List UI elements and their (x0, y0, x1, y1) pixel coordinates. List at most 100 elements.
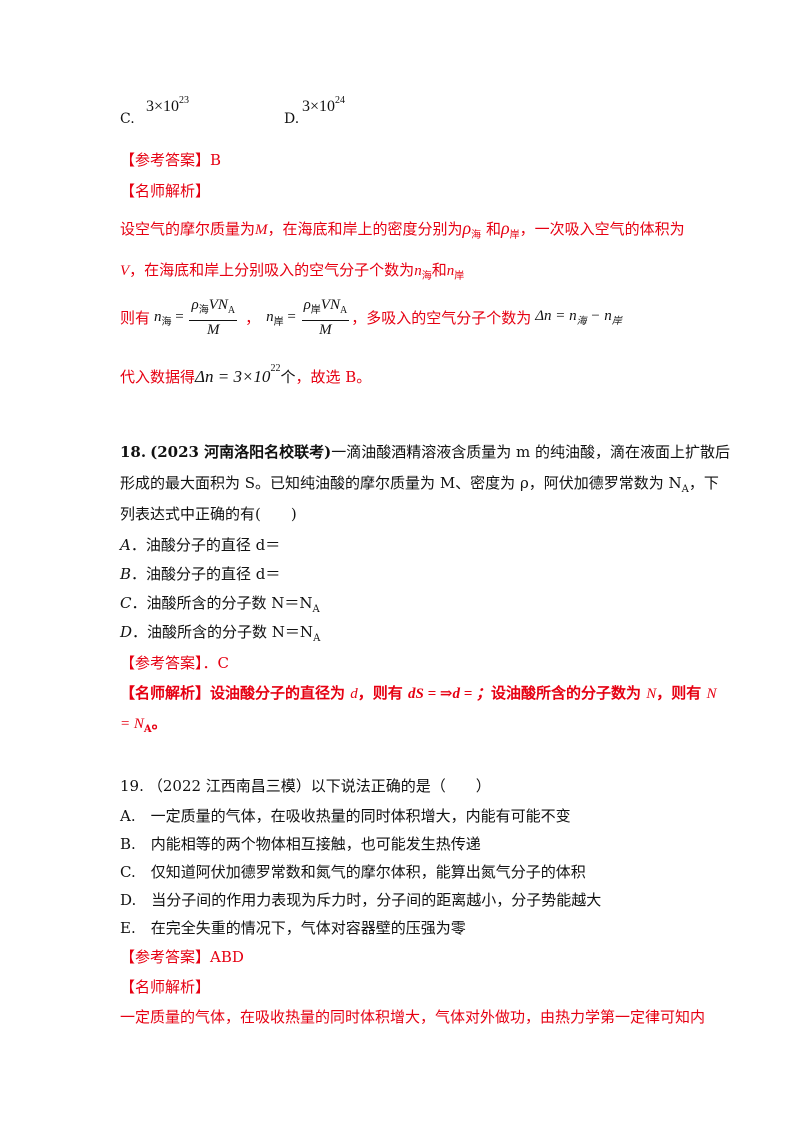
symbol-rho: ρ (462, 218, 472, 238)
symbol-n: n (414, 263, 422, 279)
option-d-value: 3×1024 (302, 95, 346, 116)
rho-sub: 岸 (310, 305, 321, 316)
option-d-label: D. (284, 111, 300, 127)
question-source: (2023 河南洛阳名校联考) (150, 443, 332, 461)
option-d: D. (284, 108, 299, 127)
q19-option-a: A. 一定质量的气体，在吸收热量的同时体积增大，内能有可能不变 (120, 807, 571, 825)
symbol-n: N (706, 686, 717, 702)
text: 和 (431, 261, 447, 279)
option-label: B (120, 565, 132, 583)
option-d-base: 3×10 (302, 98, 336, 115)
numerator-sub: A (339, 305, 348, 316)
symbol-d: d (350, 686, 358, 702)
text: 。 (151, 714, 167, 732)
prev-analysis-line-2: V，在海底和岸上分别吸入的空气分子个数为n海和n岸 (120, 259, 464, 282)
q19-analysis-title: 【名师解析】 (120, 978, 211, 996)
option-label: C (120, 594, 132, 612)
text: 设空气的摩尔质量为 (120, 220, 256, 238)
rho-sub-shore: 岸 (509, 230, 520, 241)
numerator-text: VN (320, 297, 340, 313)
prev-analysis-title: 【名师解析】 (120, 182, 211, 200)
unit: 个 (280, 368, 296, 386)
numerator-text: VN (208, 297, 228, 313)
formula-n-shore: n岸 = ρ岸VNA M (266, 296, 350, 339)
question-number: 18. (120, 443, 147, 461)
text: 则有 (120, 309, 151, 327)
q18-option-d: D．油酸所含的分子数 N＝NA (120, 621, 320, 644)
analysis-title: 【名师解析】 (120, 684, 211, 702)
answer-value: ABD (210, 948, 244, 966)
formula-result: Δn = 3×1022 (195, 363, 280, 386)
text: 代入数据得 (120, 368, 196, 386)
text: 和 (485, 220, 501, 238)
text: ，多吸入的空气分子个数为 (351, 309, 532, 327)
q19-option-e: E. 在完全失重的情况下，气体对容器壁的压强为零 (120, 919, 466, 937)
option-label: A (120, 536, 131, 554)
q19-answer-line: 【参考答案】ABD (120, 946, 244, 967)
result-base: Δn = 3×10 (195, 367, 271, 386)
symbol-rho: ρ (500, 218, 510, 238)
stem-text: 一滴油酸酒精溶液含质量为 m 的纯油酸，滴在液面上扩散后 (331, 443, 731, 461)
text: ，在海底和岸上分别吸入的空气分子个数为 (129, 261, 415, 279)
option-label: D (120, 623, 133, 641)
fraction: ρ海VNA M (189, 296, 238, 339)
text: ，故选 B。 (295, 368, 372, 386)
q18-answer-line: 【参考答案】．C (120, 652, 229, 673)
n-sub-sea: 海 (421, 271, 432, 282)
symbol-rho: ρ (303, 297, 311, 313)
answer-prefix: 【参考答案】 (120, 151, 211, 169)
text: 设油酸所含的分子数为 (491, 684, 642, 702)
q18-option-b: B．油酸分子的直径 d＝ (120, 563, 280, 584)
rho-sub-sea: 海 (471, 230, 482, 241)
text: ，一次吸入空气的体积为 (519, 220, 685, 238)
formula: = N (120, 716, 144, 732)
formula: dS = ⇒d = ； (408, 686, 492, 702)
delta-minus: − n (586, 308, 612, 324)
text: 设油酸分子的直径为 (210, 684, 346, 702)
delta-sub-sea: 海 (576, 316, 587, 327)
q18-stem-line-3: 列表达式中正确的有( ) (120, 505, 297, 523)
q19-option-d: D. 当分子间的作用力表现为斥力时，分子间的距离越小，分子势能越大 (120, 891, 602, 909)
stem-sub: A (681, 484, 689, 495)
q18-analysis-line-2: = NA。 (120, 712, 167, 735)
n-sub-sea: 海 (161, 316, 172, 328)
q18-stem-line-1: 18.(2023 河南洛阳名校联考)一滴油酸酒精溶液含质量为 m 的纯油酸，滴在… (120, 441, 730, 462)
fraction: ρ岸VNA M (301, 296, 350, 339)
q19-option-b: B. 内能相等的两个物体相互接触，也可能发生热传递 (120, 835, 481, 853)
q19-stem: 19.（2022 江西南昌三模）以下说法正确的是（ ） (120, 775, 491, 796)
answer-value: B (210, 151, 222, 169)
option-sub: A (312, 604, 320, 615)
option-sub: A (313, 633, 321, 644)
symbol-n: N (646, 686, 657, 702)
numerator: ρ岸VNA (301, 296, 350, 321)
q18-stem-line-2: 形成的最大面积为 S。已知纯油酸的摩尔质量为 M、密度为 ρ，阿伏加德罗常数为 … (120, 472, 719, 495)
option-d-exponent: 24 (335, 95, 346, 106)
text: ，则有 (656, 684, 702, 702)
option-text: ．油酸所含的分子数 N＝N (132, 623, 314, 641)
stem-text: 形成的最大面积为 S。已知纯油酸的摩尔质量为 M、密度为 ρ，阿伏加德罗常数为 … (120, 474, 682, 492)
symbol-rho: ρ (191, 297, 199, 313)
answer-prefix: 【参考答案】 (120, 948, 211, 966)
symbol-m: M (255, 222, 268, 238)
q18-option-c: C．油酸所含的分子数 N＝NA (120, 592, 320, 615)
symbol-n: n (266, 308, 274, 325)
option-c-base: 3×10 (146, 98, 180, 115)
stem-text: （2022 江西南昌三模）以下说法正确的是（ ） (147, 777, 491, 795)
q19-analysis-line-1: 一定质量的气体，在吸收热量的同时体积增大，气体对外做功，由热力学第一定律可知内 (120, 1008, 706, 1026)
symbol-n: n (446, 263, 455, 279)
q18-option-a: A．油酸分子的直径 d＝ (120, 534, 280, 555)
symbol-v: V (120, 263, 130, 279)
option-c-value: 3×1023 (146, 95, 189, 116)
formula-n-sea: n海 = ρ海VNA M (154, 296, 238, 339)
denominator: M (207, 322, 220, 338)
prev-analysis-line-4: 代入数据得Δn = 3×1022个，故选 B。 (120, 363, 372, 387)
rho-sub: 海 (198, 305, 209, 316)
option-text: ．油酸分子的直径 d＝ (131, 565, 281, 583)
numerator: ρ海VNA (189, 296, 238, 321)
n-sub-shore: 岸 (273, 316, 284, 328)
q19-option-c: C. 仅知道阿伏加德罗常数和氮气的摩尔体积，能算出氮气分子的体积 (120, 863, 586, 881)
delta-sub-shore: 岸 (611, 316, 622, 327)
option-c-label: C. (120, 111, 135, 127)
text: ，则有 (357, 684, 403, 702)
formula-sub: A (143, 724, 152, 735)
